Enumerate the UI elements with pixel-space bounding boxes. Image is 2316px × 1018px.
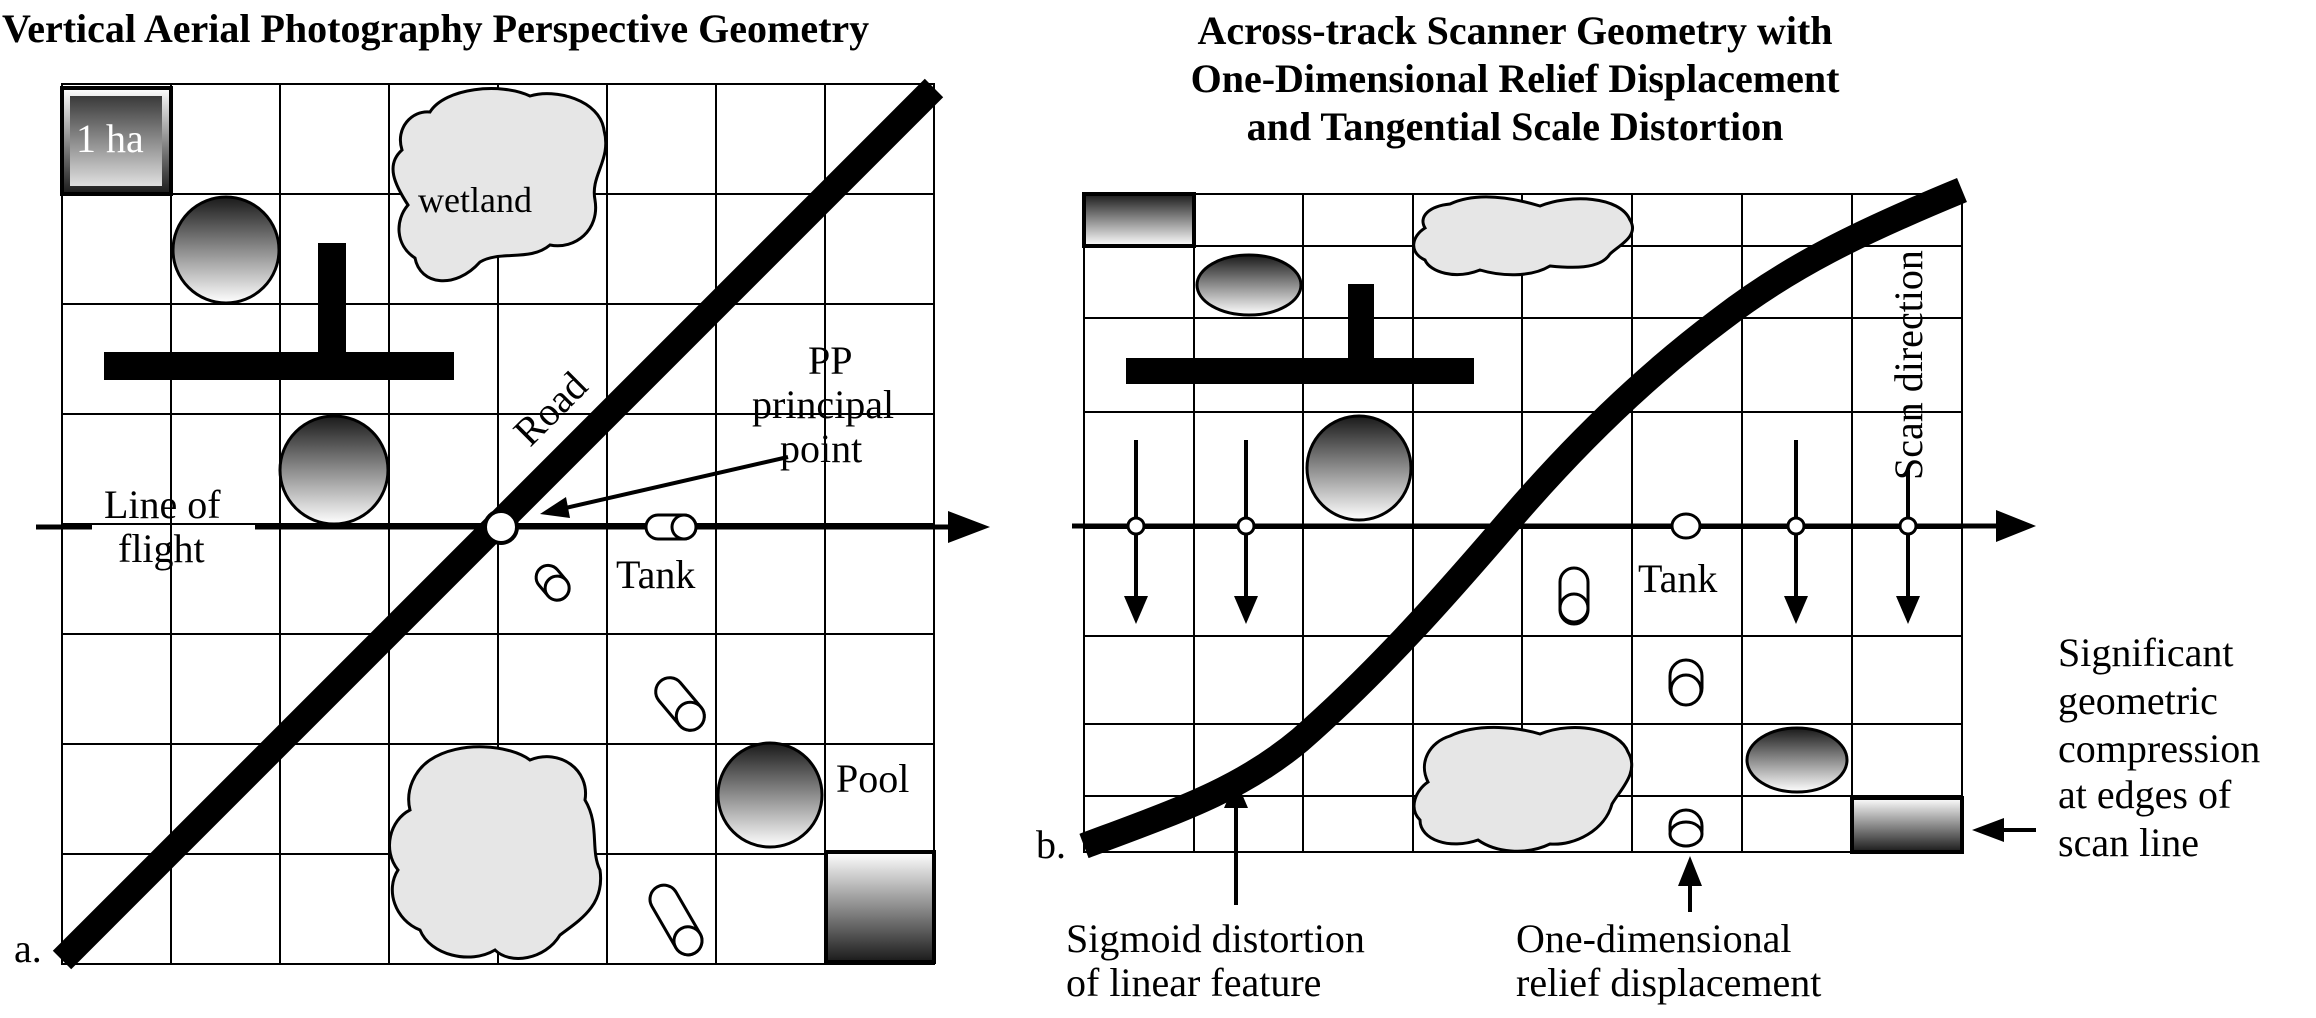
compression-label-line3: compression	[2058, 726, 2260, 771]
displacement-arrow-1	[1124, 440, 1148, 624]
panel-b-title-line3: and Tangential Scale Distortion	[1247, 104, 1784, 149]
flight-label-line2: flight	[118, 526, 205, 571]
panel-b-letter: b.	[1036, 822, 1066, 867]
pp-label-line2: principal	[752, 382, 894, 427]
tank-1	[534, 563, 571, 602]
displacement-arrow-3	[1784, 440, 1808, 624]
tank-3	[648, 883, 704, 957]
relief-label-line1: One-dimensional	[1516, 916, 1792, 961]
storage-dome-1	[171, 195, 281, 305]
wetland-top-compressed	[1412, 195, 1634, 277]
storage-dome-compressed	[1195, 253, 1303, 317]
panel-b-title-line2: One-Dimensional Relief Displacement	[1191, 56, 1840, 101]
wetland-bottom-compressed	[1412, 726, 1634, 853]
compression-label-line2: geometric	[2058, 678, 2218, 723]
tank-on-flight-line	[644, 513, 698, 541]
tank-on-scan-line	[1670, 512, 1702, 540]
compression-leader-arrowhead	[1972, 818, 2004, 842]
building-square-compressed	[1082, 192, 1196, 248]
pool-compressed	[1745, 726, 1849, 794]
panel-b-title-line1: Across-track Scanner Geometry with	[1197, 8, 1832, 53]
building-square-compressed-b	[1850, 796, 1964, 854]
compression-label-line4: at edges of	[2058, 772, 2232, 817]
storage-dome-2	[278, 414, 390, 526]
sigmoid-label-line2: of linear feature	[1066, 960, 1321, 1005]
principal-point-arrowhead	[540, 497, 570, 518]
building-stem	[318, 243, 346, 358]
pool	[716, 741, 824, 849]
wetland-bottom	[388, 745, 603, 960]
compression-label-line1: Significant	[2058, 630, 2234, 675]
building-stem-b	[1348, 284, 1374, 364]
building-bar	[104, 352, 454, 380]
sigmoid-leader-arrowhead	[1224, 780, 1248, 808]
panel-b: Across-track Scanner Geometry with One-D…	[1036, 8, 2260, 1005]
storage-dome-b	[1305, 414, 1413, 522]
hectare-label: 1 ha	[76, 116, 144, 161]
principal-point-marker	[483, 509, 519, 545]
pp-label-line1: PP	[808, 338, 853, 383]
sigmoid-road	[1079, 177, 1967, 859]
flight-direction-arrow	[948, 511, 990, 543]
wetland-label: wetland	[418, 180, 532, 220]
pool-label: Pool	[836, 756, 909, 801]
sigmoid-label-line1: Sigmoid distortion	[1066, 916, 1365, 961]
tank-label-b: Tank	[1638, 556, 1717, 601]
principal-point-leader	[547, 455, 789, 514]
displacement-arrow-4	[1896, 470, 1920, 624]
hectare-box-shade	[70, 96, 162, 186]
tank-2	[654, 676, 706, 732]
panel-a: Vertical Aerial Photography Perspective …	[2, 6, 990, 971]
building-square	[824, 850, 936, 964]
wetland-top	[391, 87, 608, 283]
building-bar-b	[1126, 358, 1474, 384]
panel-a-letter: a.	[14, 926, 42, 971]
scan-line-arrow	[1996, 510, 2036, 542]
tank-b-1	[1558, 566, 1590, 626]
displacement-arrow-2	[1234, 440, 1258, 624]
relief-leader-arrowhead	[1678, 856, 1702, 886]
tank-label-a: Tank	[616, 552, 695, 597]
tank-b-2	[1668, 658, 1704, 707]
compression-label-line5: scan line	[2058, 820, 2199, 865]
panel-a-title: Vertical Aerial Photography Perspective …	[2, 6, 869, 51]
pp-label-line3: point	[780, 426, 862, 471]
relief-label-line2: relief displacement	[1516, 960, 1821, 1005]
flight-label-line1: Line of	[104, 482, 221, 527]
scan-direction-label: Scan direction	[1886, 250, 1931, 480]
tank-b-3	[1668, 808, 1704, 848]
